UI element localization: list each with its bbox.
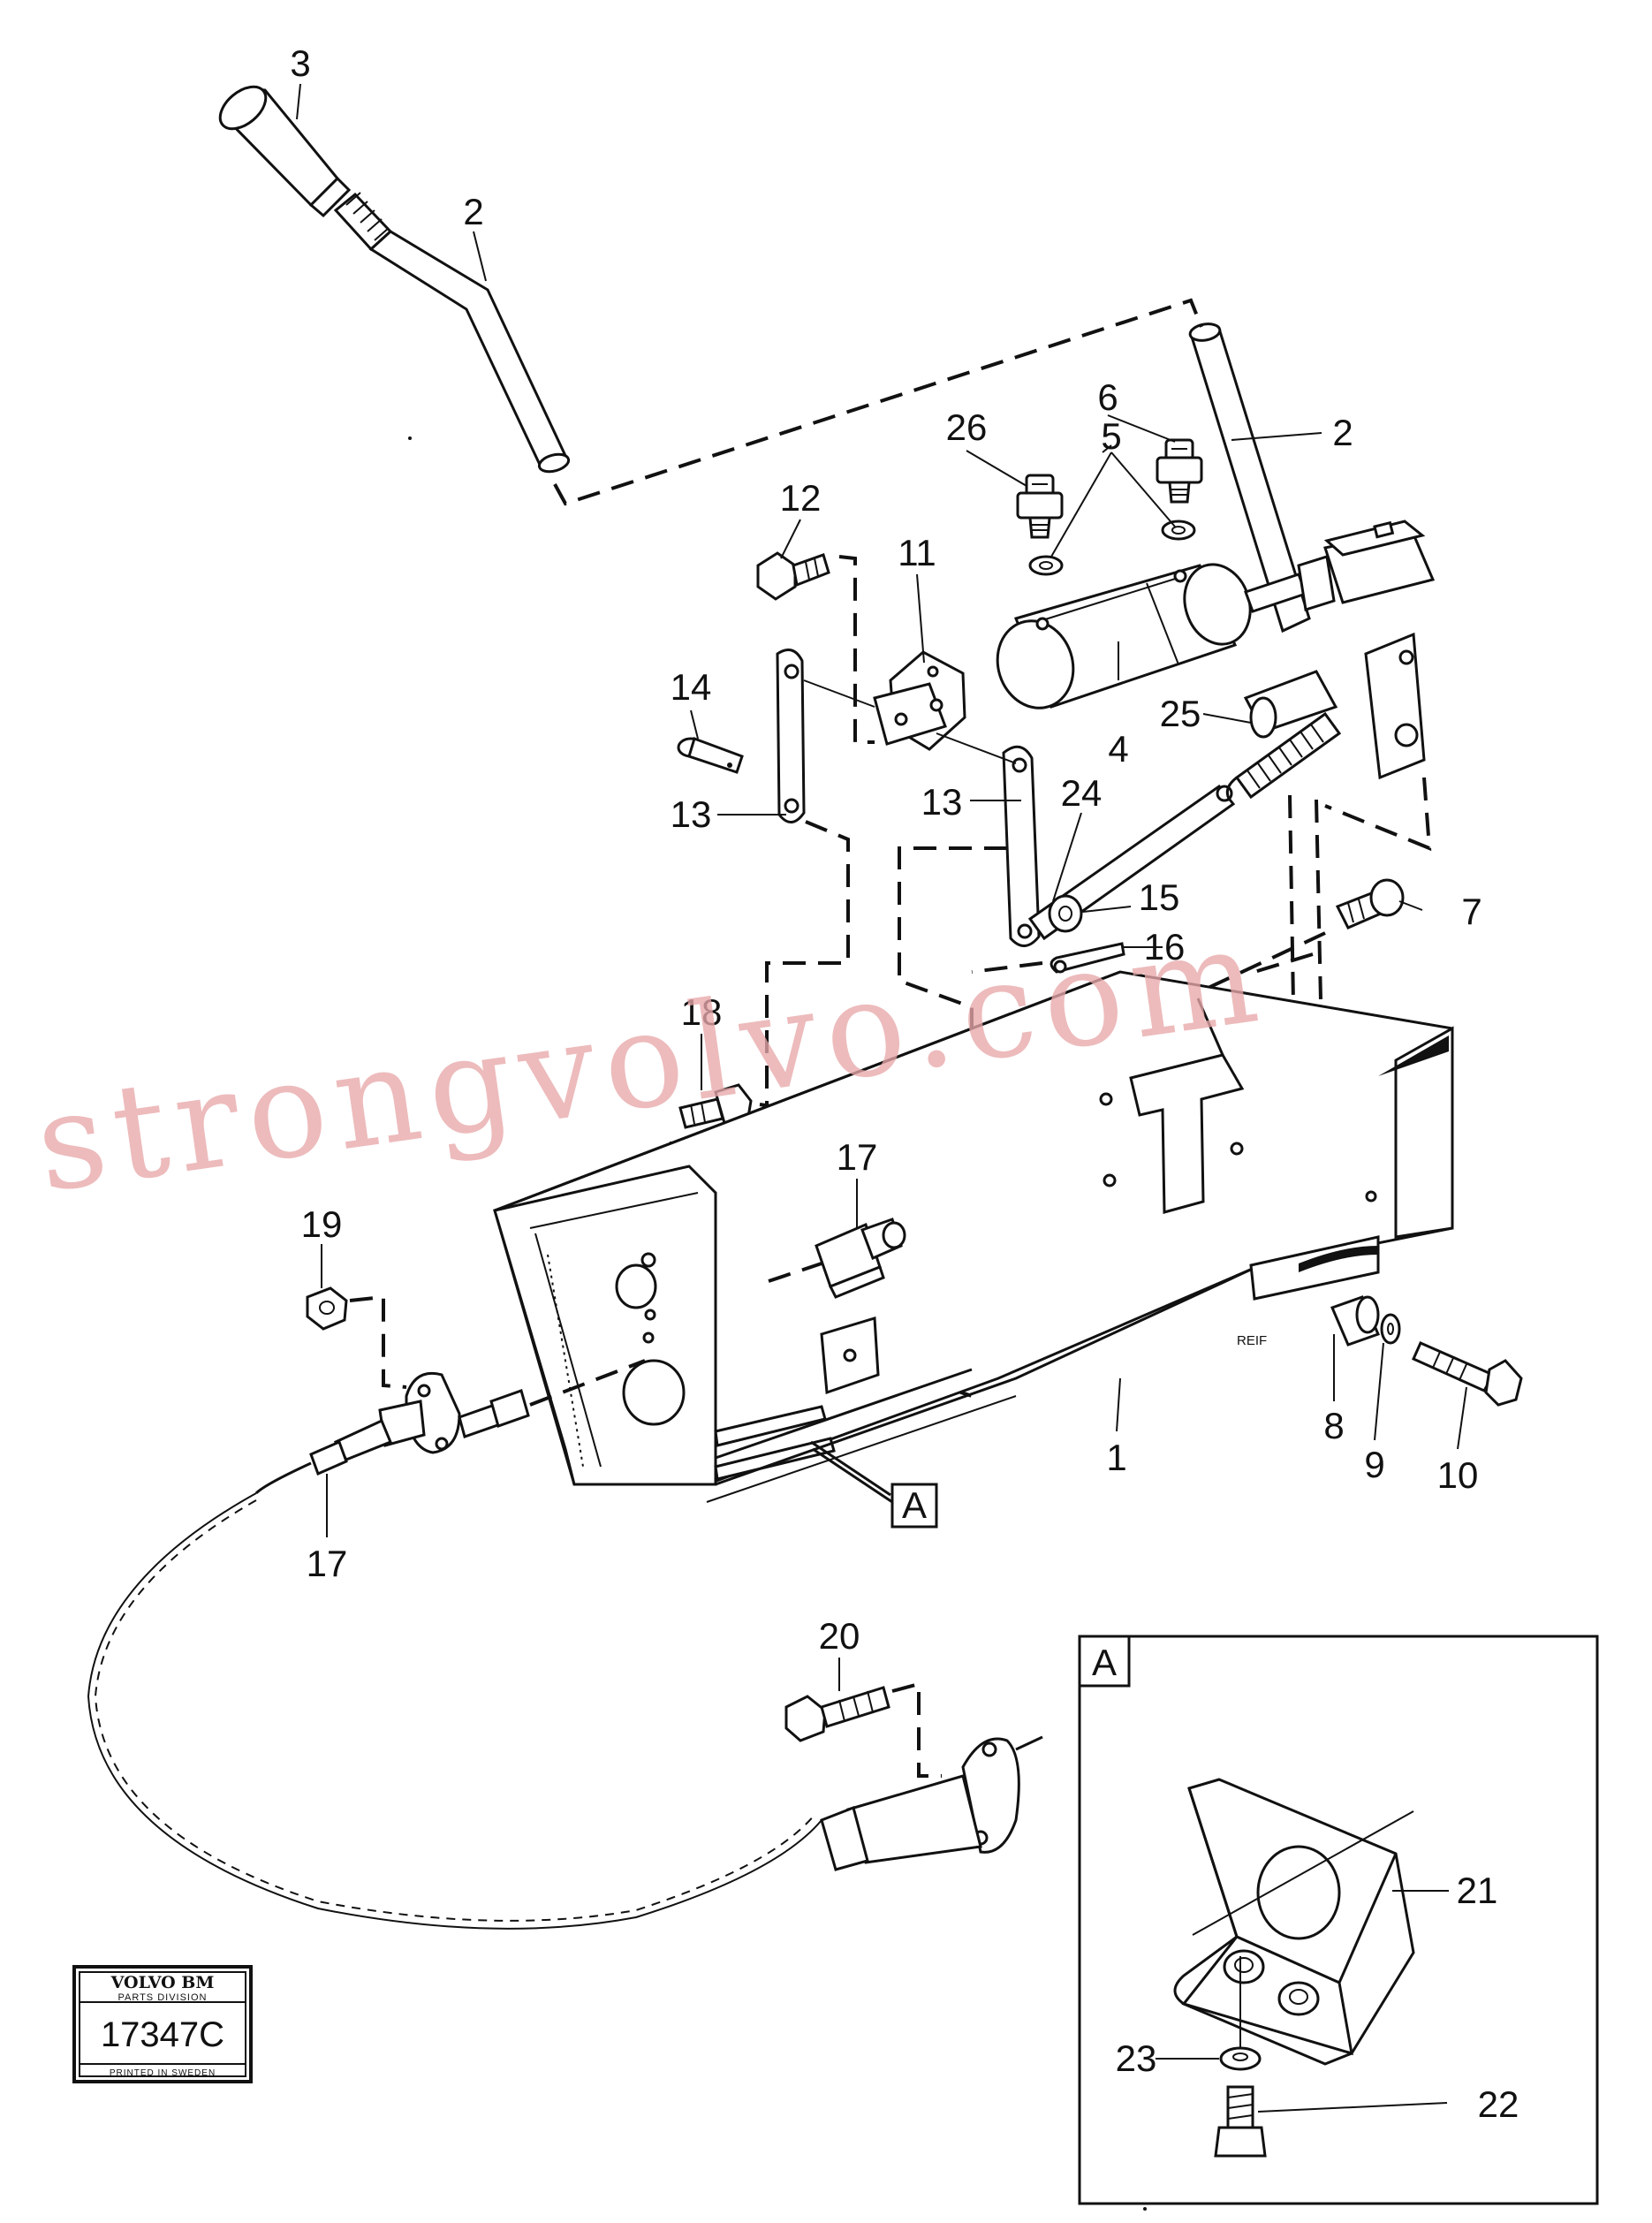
link-plate-13-right [1002, 745, 1041, 947]
callout-17-cable: 17 [307, 1543, 348, 1584]
callout-4: 4 [1108, 728, 1128, 770]
badge-brand: VOLVO BM [110, 1973, 215, 1992]
callout-1: 1 [1106, 1437, 1126, 1478]
leader-lines [296, 83, 1467, 2113]
washer-23 [1219, 2046, 1262, 2071]
callout-19: 19 [301, 1203, 343, 1245]
callout-21: 21 [1457, 1870, 1498, 1911]
callout-12: 12 [780, 477, 822, 519]
volvo-bm-badge: VOLVO BM PARTS DIVISION 17347C PRINTED I… [72, 1965, 253, 2083]
callout-15: 15 [1139, 876, 1180, 918]
badge-division: PARTS DIVISION [117, 1992, 207, 2003]
badge-printed: PRINTED IN SWEDEN [110, 2068, 216, 2078]
callout-23: 23 [1116, 2037, 1157, 2079]
screw-22 [1214, 2085, 1267, 2158]
callout-17-switch: 17 [837, 1136, 878, 1178]
control-cable-17 [87, 1359, 822, 1930]
bolt-20 [784, 1686, 890, 1742]
bolt-12 [756, 551, 830, 601]
stamp-text: REIF [1237, 1333, 1267, 1348]
callout-2-right: 2 [1332, 412, 1353, 453]
callout-22: 22 [1478, 2083, 1519, 2125]
spring-bracket [1243, 632, 1426, 780]
spacer-8 [1330, 1295, 1381, 1347]
callout-7: 7 [1461, 891, 1481, 932]
angle-bracket-21 [1173, 1778, 1415, 2066]
callout-16: 16 [1144, 926, 1186, 967]
bolt-7 [1335, 878, 1405, 929]
washer-9 [1380, 1313, 1401, 1345]
cable-end-fitting [820, 1735, 1043, 1871]
callout-11: 11 [898, 532, 936, 573]
screw-26 [1016, 474, 1064, 539]
callout-18: 18 [681, 991, 723, 1033]
callout-9: 9 [1364, 1444, 1384, 1485]
link-rod-24 [1027, 784, 1236, 941]
callout-14: 14 [671, 666, 712, 708]
limit-switch-17 [815, 1218, 906, 1299]
pin-14 [677, 737, 744, 774]
screw-6 [1156, 438, 1203, 504]
mounting-bracket-11 [873, 650, 966, 751]
detail-inset-a: A [1078, 1635, 1599, 2205]
callout-labels: 3 2 2 26 6 5 12 11 14 13 4 25 13 24 15 1… [290, 42, 1519, 2125]
callout-2-upper: 2 [463, 191, 483, 232]
callout-6: 6 [1097, 376, 1118, 418]
callout-25: 25 [1160, 693, 1201, 734]
lever-rod-upper [368, 230, 570, 468]
badge-number: 17347C [101, 2015, 224, 2054]
return-spring-25 [1225, 711, 1342, 801]
control-lever [218, 85, 1311, 634]
bolt-10 [1412, 1341, 1523, 1407]
detail-reference-marker: A [810, 1440, 938, 1529]
lever-knob [218, 85, 352, 218]
callout-3: 3 [290, 42, 310, 84]
callout-13-left: 13 [671, 793, 712, 835]
callout-5: 5 [1101, 415, 1121, 457]
detail-ref-label: A [902, 1484, 927, 1526]
callout-26: 26 [946, 406, 988, 448]
washer-5 [1028, 520, 1196, 576]
callout-13-right: 13 [921, 781, 963, 823]
callout-24: 24 [1061, 772, 1103, 814]
detail-inset-label: A [1092, 1642, 1117, 1683]
callout-10: 10 [1437, 1454, 1479, 1496]
callout-20: 20 [819, 1615, 860, 1657]
damper-cylinder [996, 520, 1436, 709]
washer-15 [1048, 894, 1083, 933]
cotter-pin-16 [1050, 942, 1125, 974]
base-frame [493, 970, 1454, 1503]
callout-8: 8 [1323, 1405, 1344, 1446]
nut-19 [306, 1286, 348, 1331]
link-plate-13-left [776, 649, 806, 823]
